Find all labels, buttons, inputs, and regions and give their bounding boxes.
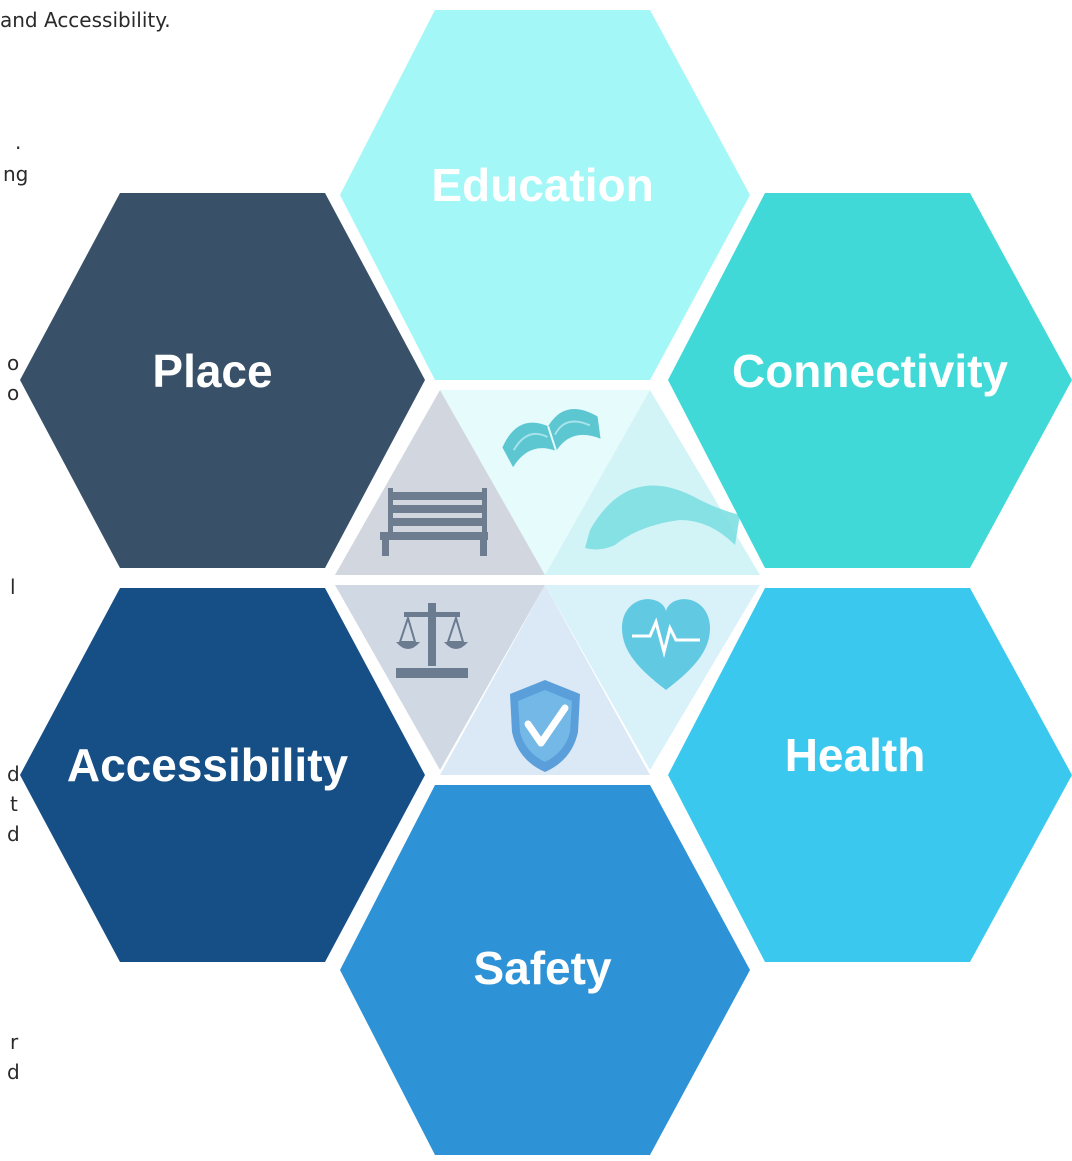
hexagon-label-health: Health (784, 729, 926, 781)
bench-icon (380, 488, 488, 556)
scales-icon (396, 603, 468, 678)
side-text-fragment: o (7, 381, 20, 405)
side-text-fragment: t (10, 792, 18, 816)
hexagon-connectivity (668, 193, 1072, 568)
side-text-fragment: o (7, 351, 20, 375)
side-text-fragment: r (10, 1030, 19, 1054)
side-text-fragment: d (7, 822, 20, 846)
side-text-line-1: and Accessibility. (0, 8, 171, 32)
hexagon-place (20, 193, 425, 568)
heart-pulse-icon (622, 599, 710, 690)
shield-check-icon (510, 680, 580, 772)
hexagon-label-education: Education (431, 159, 654, 211)
side-text-fragment: l (10, 575, 16, 599)
hexagon-label-place: Place (152, 345, 273, 397)
center-triangle-top-left (335, 390, 545, 575)
hexagon-accessibility (20, 588, 425, 962)
hexagon-health (668, 588, 1072, 962)
hexagon-education (340, 10, 750, 380)
hexagon-label-accessibility: Accessibility (66, 739, 349, 791)
hexagon-label-safety: Safety (473, 942, 612, 994)
open-book-icon (502, 409, 601, 468)
side-text-fragment: d (7, 1060, 20, 1084)
side-text-fragment: . (15, 130, 22, 154)
side-text-fragment: ng (3, 162, 29, 186)
hexagon-label-connectivity: Connectivity (731, 345, 1009, 397)
hexagon-safety (340, 785, 750, 1155)
road-icon (585, 485, 740, 550)
side-text-fragment: d (7, 762, 20, 786)
